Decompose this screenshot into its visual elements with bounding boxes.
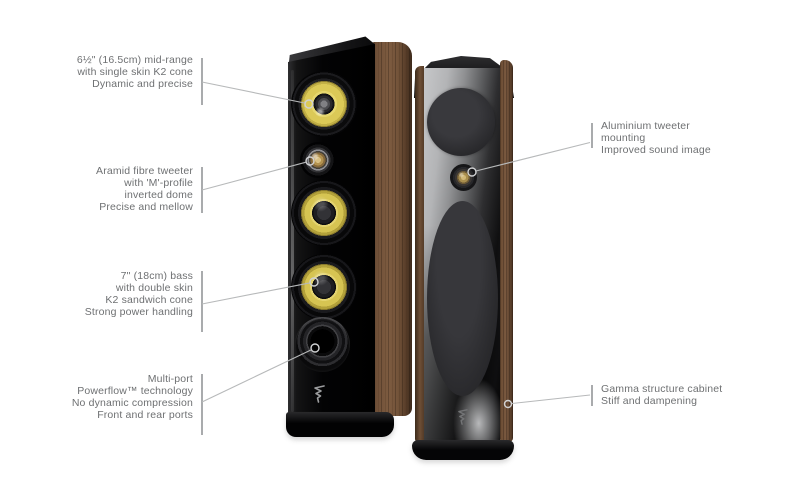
annotation-line: Improved sound image (601, 144, 711, 156)
tweeter-driver-right (450, 164, 477, 191)
right-speaker-plinth (412, 440, 514, 460)
bass-reflex-port (295, 317, 350, 372)
midrange-grille (427, 88, 495, 156)
tweeter-driver (300, 142, 336, 178)
annotation-line: Aluminium tweeter (601, 120, 690, 132)
annotation-line: No dynamic compression (71, 397, 193, 409)
bass-driver-upper (291, 180, 357, 246)
annotation-line: Strong power handling (84, 306, 193, 318)
annotation-tweeter-mounting: Aluminium tweeter mounting Improved soun… (601, 120, 711, 156)
annotation-line: Gamma structure cabinet (601, 383, 723, 395)
annotation-cabinet: Gamma structure cabinet Stiff and dampen… (601, 383, 722, 407)
annotation-line: Powerflow™ technology (77, 385, 193, 397)
annotation-line: Stiff and dampening (601, 395, 698, 407)
annotation-midrange: 6½" (16.5cm) mid-range with single skin … (77, 54, 193, 90)
annotation-line: mounting (601, 132, 646, 144)
annotation-bracket (201, 58, 203, 105)
gloss-reflection (291, 70, 294, 412)
right-speaker-wood-edge-left (415, 66, 424, 442)
annotation-bracket (201, 374, 203, 435)
annotation-line: Multi-port (147, 373, 193, 385)
annotation-line: with single skin K2 cone (77, 66, 193, 78)
annotation-line: Precise and mellow (99, 201, 193, 213)
annotation-line: with 'M'-profile (124, 177, 193, 189)
annotation-tweeter: Aramid fibre tweeter with 'M'-profile in… (96, 165, 193, 213)
annotation-line: Front and rear ports (97, 409, 193, 421)
annotation-bracket (201, 271, 203, 332)
bass-oval-grille (427, 201, 498, 396)
annotation-bracket (591, 385, 593, 406)
annotation-bracket (201, 167, 203, 213)
annotation-line: Dynamic and precise (92, 78, 193, 90)
annotation-bass: 7" (18cm) bass with double skin K2 sandw… (85, 270, 193, 318)
annotation-port: Multi-port Powerflow™ technology No dyna… (72, 373, 193, 421)
left-speaker-plinth (286, 412, 394, 437)
leader-line-cabinet (511, 394, 591, 405)
focal-logo-icon (458, 409, 468, 425)
annotation-line: with double skin (115, 282, 193, 294)
annotation-bracket (591, 123, 593, 148)
annotation-line: inverted dome (124, 189, 193, 201)
midrange-driver (291, 71, 357, 137)
annotation-line: Aramid fibre tweeter (96, 165, 193, 177)
annotation-line: K2 sandwich cone (105, 294, 193, 306)
annotation-line: 6½" (16.5cm) mid-range (76, 54, 193, 66)
annotation-line: 7" (18cm) bass (120, 270, 193, 282)
bass-driver-lower (291, 254, 357, 320)
right-speaker-wood-edge-right (500, 60, 513, 442)
focal-logo-icon (314, 385, 325, 403)
